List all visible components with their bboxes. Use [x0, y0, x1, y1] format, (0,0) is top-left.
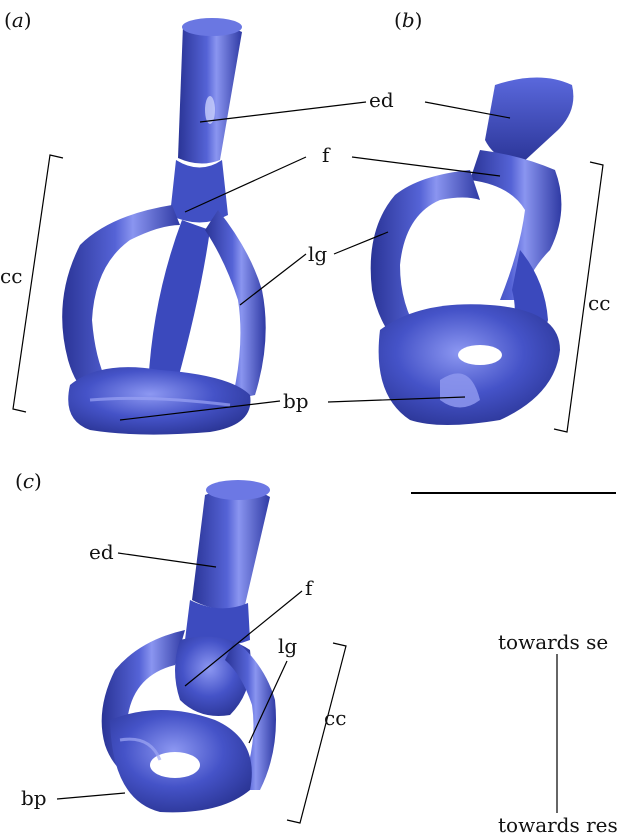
panel-label-a: (a): [4, 8, 32, 32]
label-lg-c: lg: [278, 636, 297, 656]
label-f-ab: f: [322, 145, 329, 165]
label-cc-b: cc: [588, 293, 610, 313]
label-cc-c: cc: [324, 708, 346, 728]
label-ed-ab: ed: [369, 90, 394, 110]
scale-bar: [411, 490, 616, 496]
panel-label-c: (c): [15, 469, 42, 493]
orientation-bottom-label: towards res: [498, 815, 618, 835]
label-bp-ab: bp: [283, 391, 309, 411]
label-bp-c: bp: [21, 788, 47, 808]
model-a: [62, 18, 266, 435]
label-cc-a: cc: [0, 266, 22, 286]
model-c: [102, 480, 276, 812]
label-ed-c: ed: [89, 542, 114, 562]
panel-label-b: (b): [394, 8, 422, 32]
label-lg-ab: lg: [308, 244, 327, 264]
orientation-top-label: towards se: [498, 632, 608, 652]
model-b: [371, 78, 574, 426]
label-f-c: f: [305, 578, 312, 598]
